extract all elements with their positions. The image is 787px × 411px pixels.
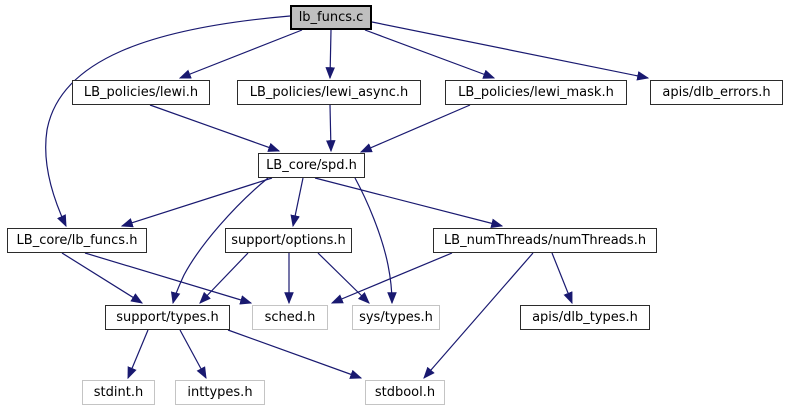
edge-types-to-stdbool xyxy=(227,329,363,379)
edge-lewi-to-spd xyxy=(149,104,281,152)
edge-lb-funcs-c-to-lewi-mask xyxy=(364,29,496,79)
edge-spd-to-sys-types xyxy=(354,177,397,305)
node-sched[interactable]: sched.h xyxy=(252,305,328,330)
edge-lb-funcs-h-to-types xyxy=(61,252,144,304)
edge-num-threads-to-sched xyxy=(330,252,453,304)
edge-lb-funcs-c-to-lb-funcs-h xyxy=(45,15,291,228)
node-lewi-mask[interactable]: LB_policies/lewi_mask.h xyxy=(445,80,627,105)
node-lewi[interactable]: LB_policies/lewi.h xyxy=(72,80,210,105)
edge-lb-funcs-h-to-sched xyxy=(84,252,253,305)
node-lb-funcs-c[interactable]: lb_funcs.c xyxy=(290,5,372,30)
edge-lb-funcs-c-to-dlb-errors xyxy=(371,21,650,81)
node-dlb-errors[interactable]: apis/dlb_errors.h xyxy=(650,80,783,105)
edge-lb-funcs-c-to-lewi-async xyxy=(325,29,336,80)
node-stdbool[interactable]: stdbool.h xyxy=(365,380,445,405)
node-inttypes[interactable]: inttypes.h xyxy=(175,380,265,405)
node-sys-types[interactable]: sys/types.h xyxy=(352,305,440,330)
edge-spd-to-lb-funcs-h xyxy=(120,177,273,228)
node-num-threads[interactable]: LB_numThreads/numThreads.h xyxy=(433,228,657,253)
edge-num-threads-to-stdbool xyxy=(423,252,534,379)
edge-options-to-types xyxy=(199,252,249,304)
node-spd[interactable]: LB_core/spd.h xyxy=(258,153,365,178)
edge-spd-to-types xyxy=(170,177,269,305)
edge-types-to-inttypes xyxy=(179,329,207,380)
node-lb-funcs-h[interactable]: LB_core/lb_funcs.h xyxy=(7,228,147,253)
edge-num-threads-to-dlb-types xyxy=(551,252,573,305)
edge-spd-to-num-threads xyxy=(314,177,504,228)
edge-spd-to-options xyxy=(290,177,304,228)
node-types[interactable]: support/types.h xyxy=(105,305,230,330)
edge-lb-funcs-c-to-lewi xyxy=(178,29,303,79)
edge-options-to-sys-types xyxy=(317,252,370,304)
edge-types-to-stdint xyxy=(127,329,149,380)
node-stdint[interactable]: stdint.h xyxy=(82,380,155,405)
node-options[interactable]: support/options.h xyxy=(225,228,352,253)
node-lewi-async[interactable]: LB_policies/lewi_async.h xyxy=(237,80,421,105)
edge-lewi-mask-to-spd xyxy=(359,104,471,153)
node-dlb-types[interactable]: apis/dlb_types.h xyxy=(520,305,650,330)
edge-lewi-async-to-spd xyxy=(325,104,336,153)
